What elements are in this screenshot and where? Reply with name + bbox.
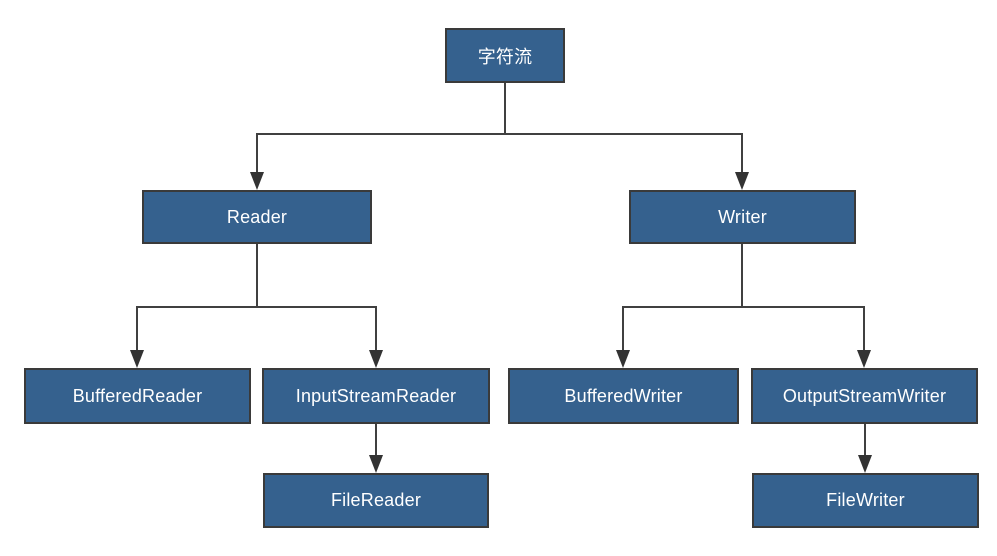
node-writer: Writer — [629, 190, 856, 244]
arrowhead — [858, 455, 872, 473]
arrowhead — [857, 350, 871, 368]
edge-charstream-writer — [505, 133, 743, 174]
node-input-stream-reader: InputStreamReader — [262, 368, 490, 424]
node-char-stream: 字符流 — [445, 28, 565, 83]
node-buffered-reader: BufferedReader — [24, 368, 251, 424]
node-reader: Reader — [142, 190, 372, 244]
edge-reader-bufferedreader — [136, 306, 257, 352]
node-buffered-writer: BufferedWriter — [508, 368, 739, 424]
arrowhead — [130, 350, 144, 368]
edge-writer-bufferedwriter — [622, 306, 742, 352]
node-file-reader: FileReader — [263, 473, 489, 528]
arrowhead — [735, 172, 749, 190]
node-output-stream-writer: OutputStreamWriter — [751, 368, 978, 424]
arrowhead — [369, 350, 383, 368]
edge-reader-inputstreamreader — [257, 306, 377, 352]
arrowhead — [369, 455, 383, 473]
edge-writer-outputstreamwriter — [742, 306, 865, 352]
edge-charstream-reader — [256, 133, 505, 174]
node-file-writer: FileWriter — [752, 473, 979, 528]
arrowhead — [250, 172, 264, 190]
arrowhead — [616, 350, 630, 368]
